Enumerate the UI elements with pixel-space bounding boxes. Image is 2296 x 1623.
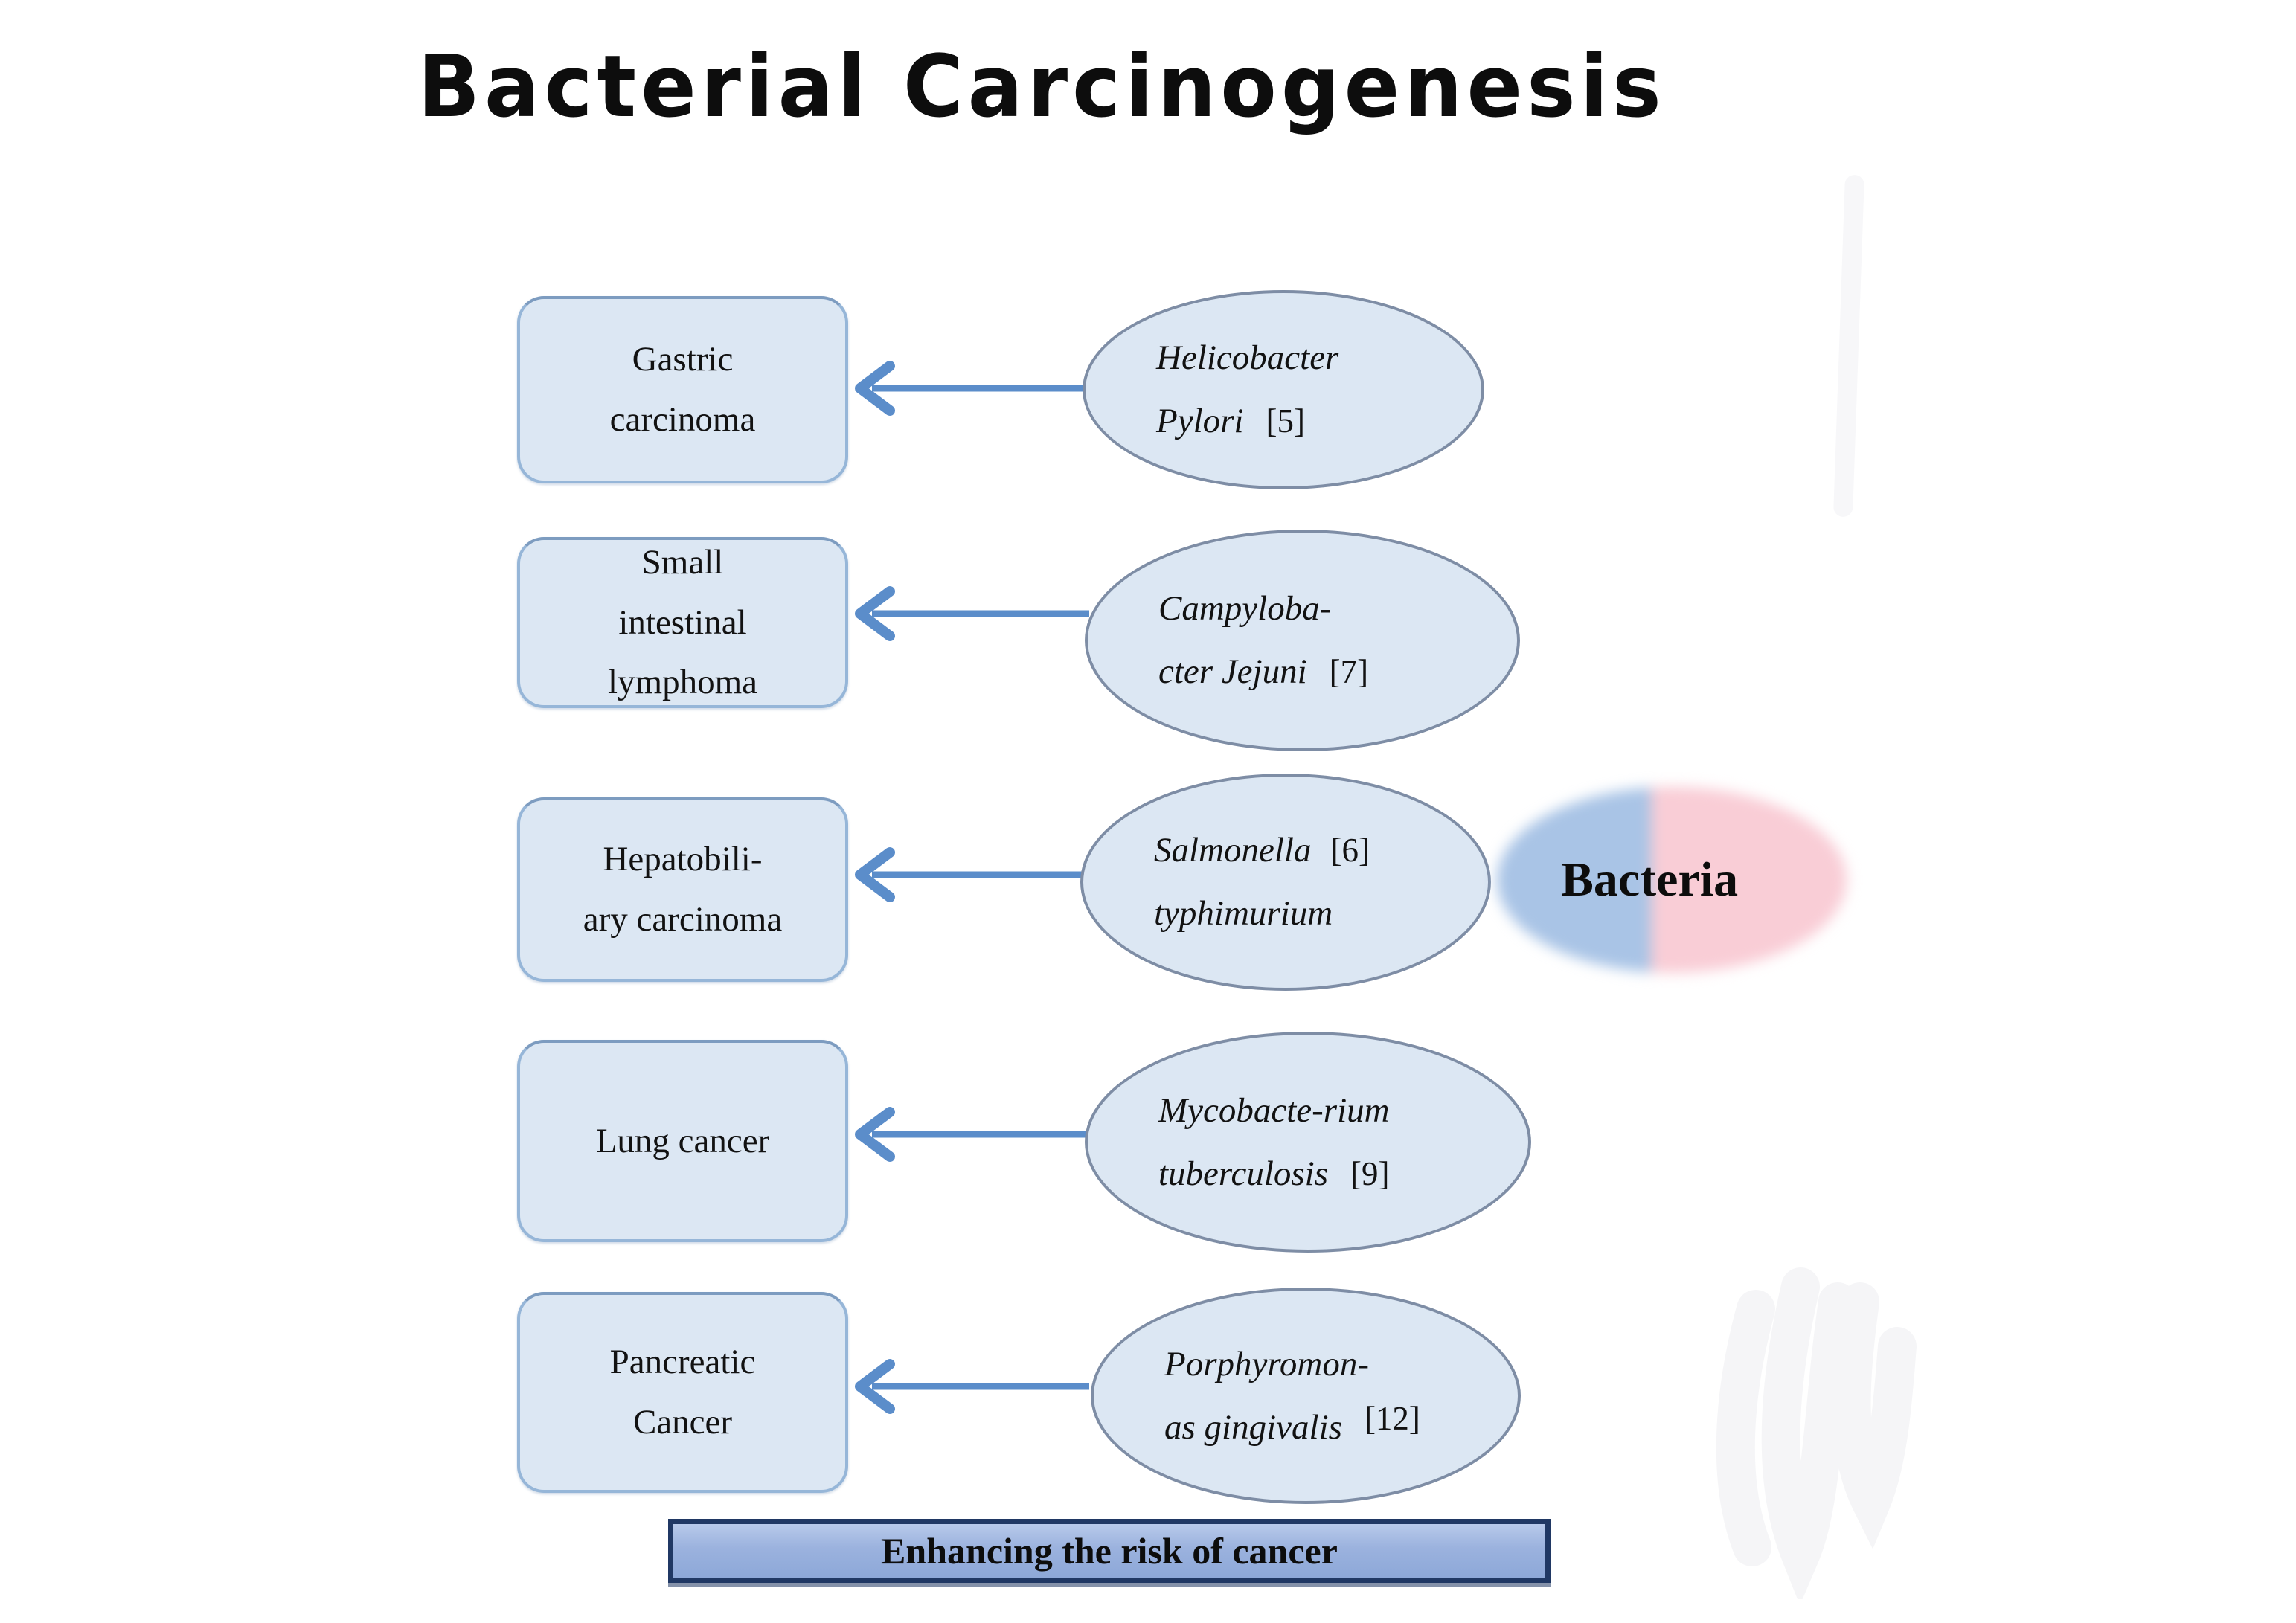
cancer-box-pancreatic-cancer: Pancreatic Cancer (517, 1292, 848, 1493)
arrow-left-icon (855, 361, 1089, 416)
bacteria-name-line: typhimurium (1154, 882, 1488, 945)
bacteria-name-line: Salmonella [6] (1154, 819, 1488, 882)
bacteria-name-line: Campyloba- (1158, 577, 1517, 640)
bacteria-name-line: Porphyromon- (1164, 1333, 1518, 1396)
cancer-box-label: Lung cancer (595, 1121, 770, 1160)
capsule-pink-half (1650, 787, 1847, 973)
cancer-box-small-intestinal-lymphoma: Small intestinal lymphoma (517, 537, 848, 708)
bacteria-name: typhimurium (1154, 894, 1333, 933)
bacteria-ellipse-helicobacter-pylori: Helicobacter Pylori [5] (1083, 290, 1484, 489)
watermark-scribble (1716, 1267, 1917, 1599)
bacteria-name-line: as gingivalis [12] (1164, 1396, 1518, 1459)
cancer-box-label: Pancreatic Cancer (609, 1343, 756, 1442)
bacteria-ellipse-porphyromonas-gingivalis: Porphyromon- as gingivalis [12] (1091, 1288, 1521, 1504)
bacteria-name: as gingivalis (1164, 1407, 1342, 1447)
cancer-box-gastric-carcinoma: Gastric carcinoma (517, 296, 848, 483)
arrow-left-icon (855, 847, 1089, 902)
bacteria-name-line: cter Jejuni [7] (1158, 640, 1517, 704)
cancer-box-label: Small intestinal lymphoma (607, 542, 758, 702)
reference-number: [7] (1329, 653, 1369, 690)
bacteria-name: Helicobacter (1156, 338, 1339, 378)
arrow-left-icon (855, 586, 1089, 641)
bacteria-name: Salmonella (1154, 831, 1312, 870)
bacteria-name: tuberculosis (1158, 1154, 1329, 1193)
arrow-left-icon (855, 1359, 1089, 1414)
reference-number: [12] (1364, 1399, 1420, 1437)
capsule-blue-half (1497, 787, 1651, 973)
bacteria-name-line: tuberculosis [9] (1158, 1142, 1528, 1206)
banner-enhancing-risk-of-cancer: Enhancing the risk of cancer (668, 1519, 1551, 1583)
cancer-box-label: Hepatobili- ary carcinoma (583, 840, 783, 939)
bacteria-name: Mycobacte-rium (1158, 1090, 1390, 1130)
reference-number: [6] (1330, 832, 1370, 870)
bacteria-name-line: Pylori [5] (1156, 390, 1481, 453)
bacteria-label: Bacteria (1560, 852, 1739, 907)
reference-number: [5] (1266, 402, 1305, 440)
faint-streak (1832, 174, 1865, 518)
bacteria-name-line: Helicobacter (1156, 327, 1481, 390)
diagram-title: Bacterial Carcinogenesis (417, 36, 1666, 137)
cancer-box-lung-cancer: Lung cancer (517, 1040, 848, 1242)
cancer-box-label: Gastric carcinoma (609, 340, 756, 439)
bacteria-capsule: Bacteria (1497, 787, 1847, 973)
banner-label: Enhancing the risk of cancer (881, 1530, 1338, 1572)
bacteria-ellipse-campylobacter-jejuni: Campyloba- cter Jejuni [7] (1085, 530, 1520, 751)
bacteria-name: Campyloba- (1158, 589, 1332, 629)
capsule-background (1497, 787, 1847, 973)
cancer-box-hepatobiliary-carcinoma: Hepatobili- ary carcinoma (517, 797, 848, 982)
bacteria-name-line: Mycobacte-rium (1158, 1079, 1528, 1142)
arrow-left-icon (855, 1107, 1089, 1162)
bacteria-name: cter Jejuni (1158, 652, 1307, 691)
bacteria-name: Porphyromon- (1164, 1344, 1370, 1383)
reference-number: [9] (1350, 1154, 1390, 1192)
bacteria-ellipse-mycobacterium-tuberculosis: Mycobacte-rium tuberculosis [9] (1085, 1032, 1531, 1253)
bacteria-ellipse-salmonella-typhimurium: Salmonella [6] typhimurium (1080, 774, 1491, 991)
bacteria-name: Pylori (1156, 402, 1244, 440)
